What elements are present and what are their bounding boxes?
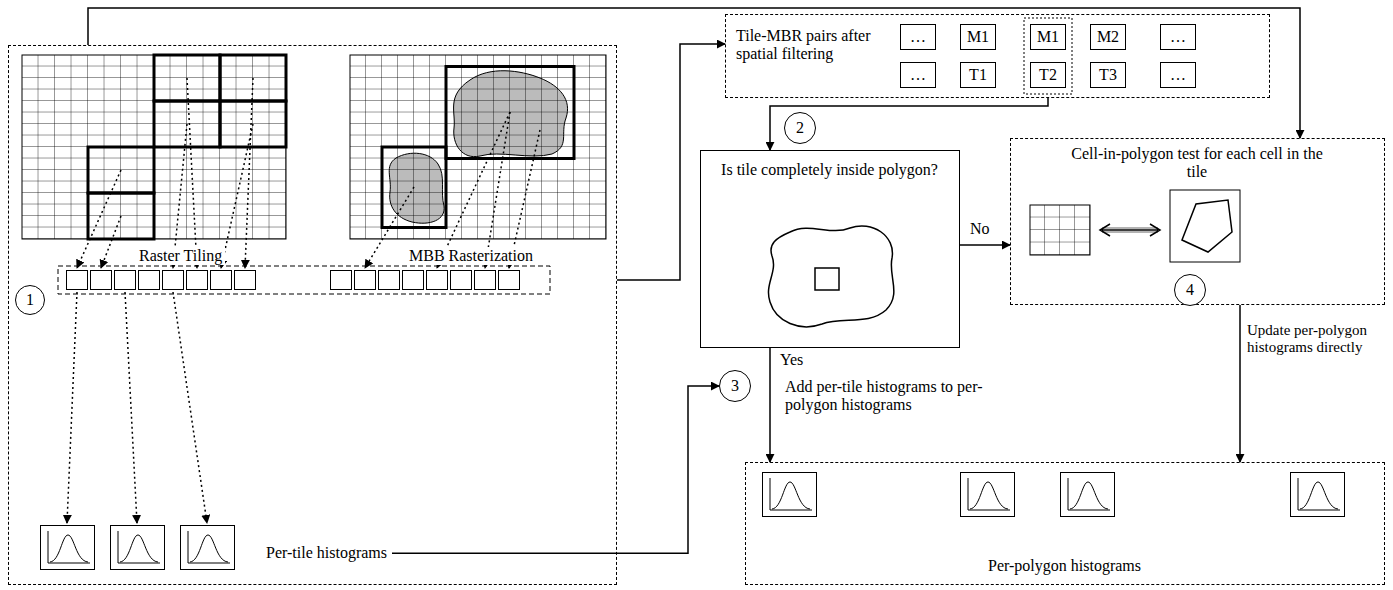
tile-cell: T2 bbox=[1030, 62, 1066, 88]
callout-number: 1 bbox=[15, 285, 45, 315]
process-group: Raster Tiling MBB RasterizationPer-tile h… bbox=[8, 45, 617, 585]
node-text: M1 bbox=[1037, 28, 1059, 46]
pair-list-box: Tile-MBR pairs after spatial filtering … M… bbox=[725, 14, 1270, 98]
selected-pair bbox=[1024, 18, 1072, 94]
process-box: Cell-in-polygon test for each cell in th… bbox=[1010, 138, 1385, 305]
node-text: … bbox=[1170, 28, 1186, 46]
tile-cell: … bbox=[1160, 62, 1196, 88]
mbr-cell: … bbox=[900, 24, 936, 50]
callout-text: 1 bbox=[26, 291, 34, 309]
annotation-text: Update per-polygon histograms directly bbox=[1247, 322, 1387, 357]
mbb-grid bbox=[350, 55, 606, 239]
callout-text: 3 bbox=[731, 377, 739, 395]
raster-grid bbox=[22, 55, 286, 239]
annotation-text: Add per-tile histograms to per-polygon h… bbox=[785, 378, 1020, 415]
callout-number: 2 bbox=[784, 112, 816, 144]
node-text: Tile-MBR pairs after spatial filtering bbox=[736, 27, 886, 64]
callout-number: 3 bbox=[719, 370, 751, 402]
leader-lines bbox=[67, 78, 540, 523]
connector-arrow bbox=[770, 98, 1048, 150]
leader-line bbox=[392, 552, 617, 554]
polygon-tile-icon bbox=[768, 226, 893, 327]
node-text: Is tile completely inside polygon? bbox=[721, 161, 938, 179]
node-text: Raster Tiling bbox=[136, 247, 225, 265]
node-text: M1 bbox=[967, 28, 989, 46]
mbr-cell: M2 bbox=[1090, 24, 1126, 50]
edge-label: Yes bbox=[778, 351, 805, 369]
callout-text: 2 bbox=[796, 119, 804, 137]
callout-text: 4 bbox=[1186, 281, 1194, 299]
node-text: … bbox=[1170, 66, 1186, 84]
node-text: Cell-in-polygon test for each cell in th… bbox=[1069, 145, 1325, 182]
mbr-cell: … bbox=[1160, 24, 1196, 50]
node-text: … bbox=[910, 66, 926, 84]
mbr-cell: M1 bbox=[960, 24, 996, 50]
node-text: M2 bbox=[1097, 28, 1119, 46]
connector-arrow bbox=[617, 386, 719, 553]
connector-arrow bbox=[960, 244, 1010, 246]
histogram-icon bbox=[763, 473, 1345, 517]
connector-arrow bbox=[769, 348, 771, 462]
node-text: Per-tile histograms bbox=[266, 544, 387, 562]
callout-number: 4 bbox=[1174, 274, 1206, 306]
connector-arrow bbox=[1239, 305, 1241, 462]
output-box: Per-polygon histograms bbox=[745, 462, 1385, 585]
tile-cell: T1 bbox=[960, 62, 996, 88]
connector-arrow bbox=[88, 8, 1300, 138]
tile-cell: T3 bbox=[1090, 62, 1126, 88]
decision-box: Is tile completely inside polygon? bbox=[700, 150, 960, 348]
mbr-cell: M1 bbox=[1030, 24, 1066, 50]
node-text: MBB Rasterization bbox=[406, 247, 536, 265]
node-text: T1 bbox=[969, 66, 987, 84]
tile-cell: … bbox=[900, 62, 936, 88]
node-text: … bbox=[910, 28, 926, 46]
cell-polygon-icon bbox=[1030, 190, 1240, 262]
node-text: T2 bbox=[1039, 66, 1057, 84]
connector-arrow bbox=[617, 44, 725, 280]
histogram-icon bbox=[41, 526, 235, 570]
tile-strip bbox=[58, 266, 550, 294]
node-text: Per-polygon histograms bbox=[746, 557, 1383, 575]
node-text: T3 bbox=[1099, 66, 1117, 84]
edge-label: No bbox=[968, 220, 992, 238]
